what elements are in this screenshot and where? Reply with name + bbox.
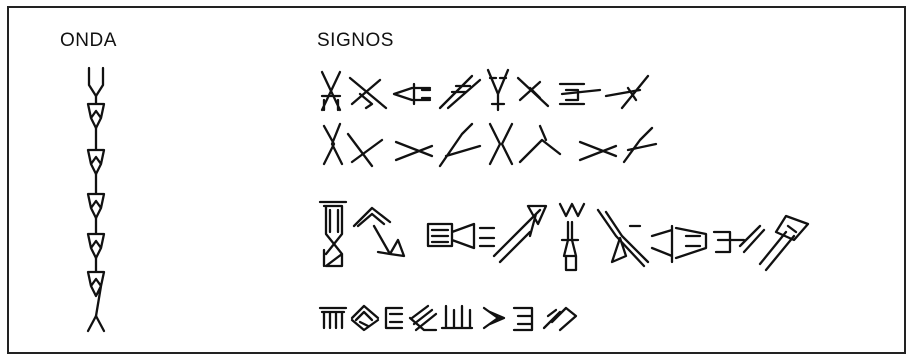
sign-glyph [714, 226, 764, 252]
signos-row-1 [322, 70, 648, 110]
onda-wave-unit [88, 96, 104, 128]
sign-glyph [324, 124, 342, 164]
signos-row-4 [320, 306, 576, 330]
sign-glyph [484, 308, 504, 328]
sign-glyph [520, 126, 560, 162]
sign-glyph [606, 76, 648, 108]
sign-glyph [624, 128, 656, 162]
sign-glyph [396, 142, 432, 160]
sign-glyph [320, 202, 346, 266]
signos-row-3 [320, 202, 808, 270]
onda-wave-column [88, 68, 104, 331]
sign-glyph [760, 216, 808, 270]
sign-glyph [514, 308, 532, 330]
sign-glyph [350, 78, 386, 108]
sign-glyph [518, 78, 548, 106]
sign-glyph [474, 224, 494, 248]
sign-glyph [428, 224, 474, 248]
onda-wave-unit [88, 218, 104, 258]
sign-glyph [354, 208, 404, 256]
sign-glyph [490, 124, 512, 164]
sign-glyph [598, 210, 648, 266]
sign-glyph [652, 226, 706, 262]
sign-glyph [320, 308, 346, 328]
sign-glyph [322, 72, 340, 110]
sign-glyph [580, 142, 616, 160]
onda-wave-unit [88, 174, 104, 218]
sign-glyph [442, 306, 472, 328]
sign-glyph [440, 76, 480, 108]
sign-glyph [488, 70, 508, 110]
sign-glyph [410, 306, 436, 330]
onda-wave-unit [88, 128, 104, 174]
sign-glyph [440, 124, 480, 166]
sign-glyph [348, 134, 382, 166]
sign-glyph [544, 308, 576, 330]
sign-glyph [560, 84, 600, 104]
sign-glyph [560, 204, 584, 270]
sign-glyph [386, 308, 402, 328]
sign-glyph [394, 84, 430, 104]
sign-glyph [494, 206, 546, 262]
signos-row-2 [324, 124, 656, 166]
onda-wave-unit [88, 258, 104, 316]
sign-glyph [352, 306, 378, 330]
